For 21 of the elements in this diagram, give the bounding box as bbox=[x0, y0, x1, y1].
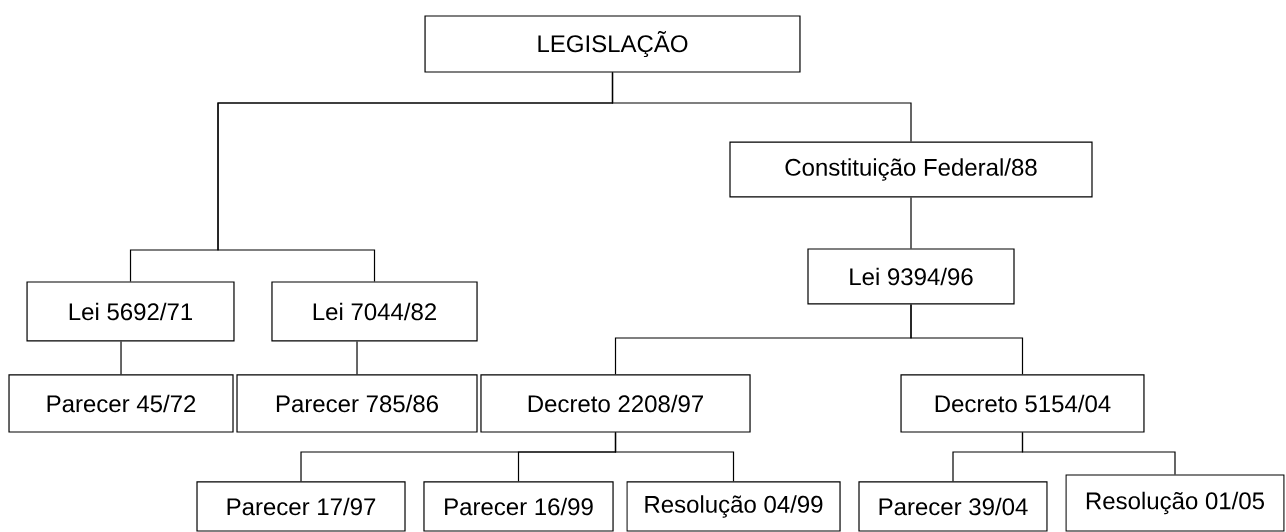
connector-line bbox=[910, 196, 912, 249]
law-box: Lei 9394/96 bbox=[807, 248, 1015, 305]
law-box: Resolução 01/05 bbox=[1065, 474, 1285, 532]
law-box: Decreto 5154/04 bbox=[900, 374, 1145, 433]
connector-line bbox=[356, 340, 358, 375]
law-box: Lei 7044/82 bbox=[271, 281, 478, 342]
law-box: Parecer 785/86 bbox=[236, 374, 478, 433]
connector-line bbox=[1021, 432, 1176, 475]
law-box: Resolução 04/99 bbox=[626, 481, 841, 532]
connector-line bbox=[910, 303, 1024, 375]
connector-line bbox=[120, 340, 122, 375]
connector-line bbox=[217, 72, 614, 283]
law-box: Constituição Federal/88 bbox=[729, 141, 1093, 198]
law-box: Parecer 39/04 bbox=[858, 481, 1048, 532]
connector-line bbox=[614, 432, 735, 482]
law-box: Parecer 16/99 bbox=[423, 481, 614, 532]
law-box: Parecer 17/97 bbox=[196, 481, 406, 532]
law-box: Lei 5692/71 bbox=[26, 281, 235, 342]
law-box: Decreto 2208/97 bbox=[480, 374, 751, 433]
law-box: LEGISLAÇÃO bbox=[424, 15, 801, 73]
law-box: Parecer 45/72 bbox=[8, 374, 234, 433]
